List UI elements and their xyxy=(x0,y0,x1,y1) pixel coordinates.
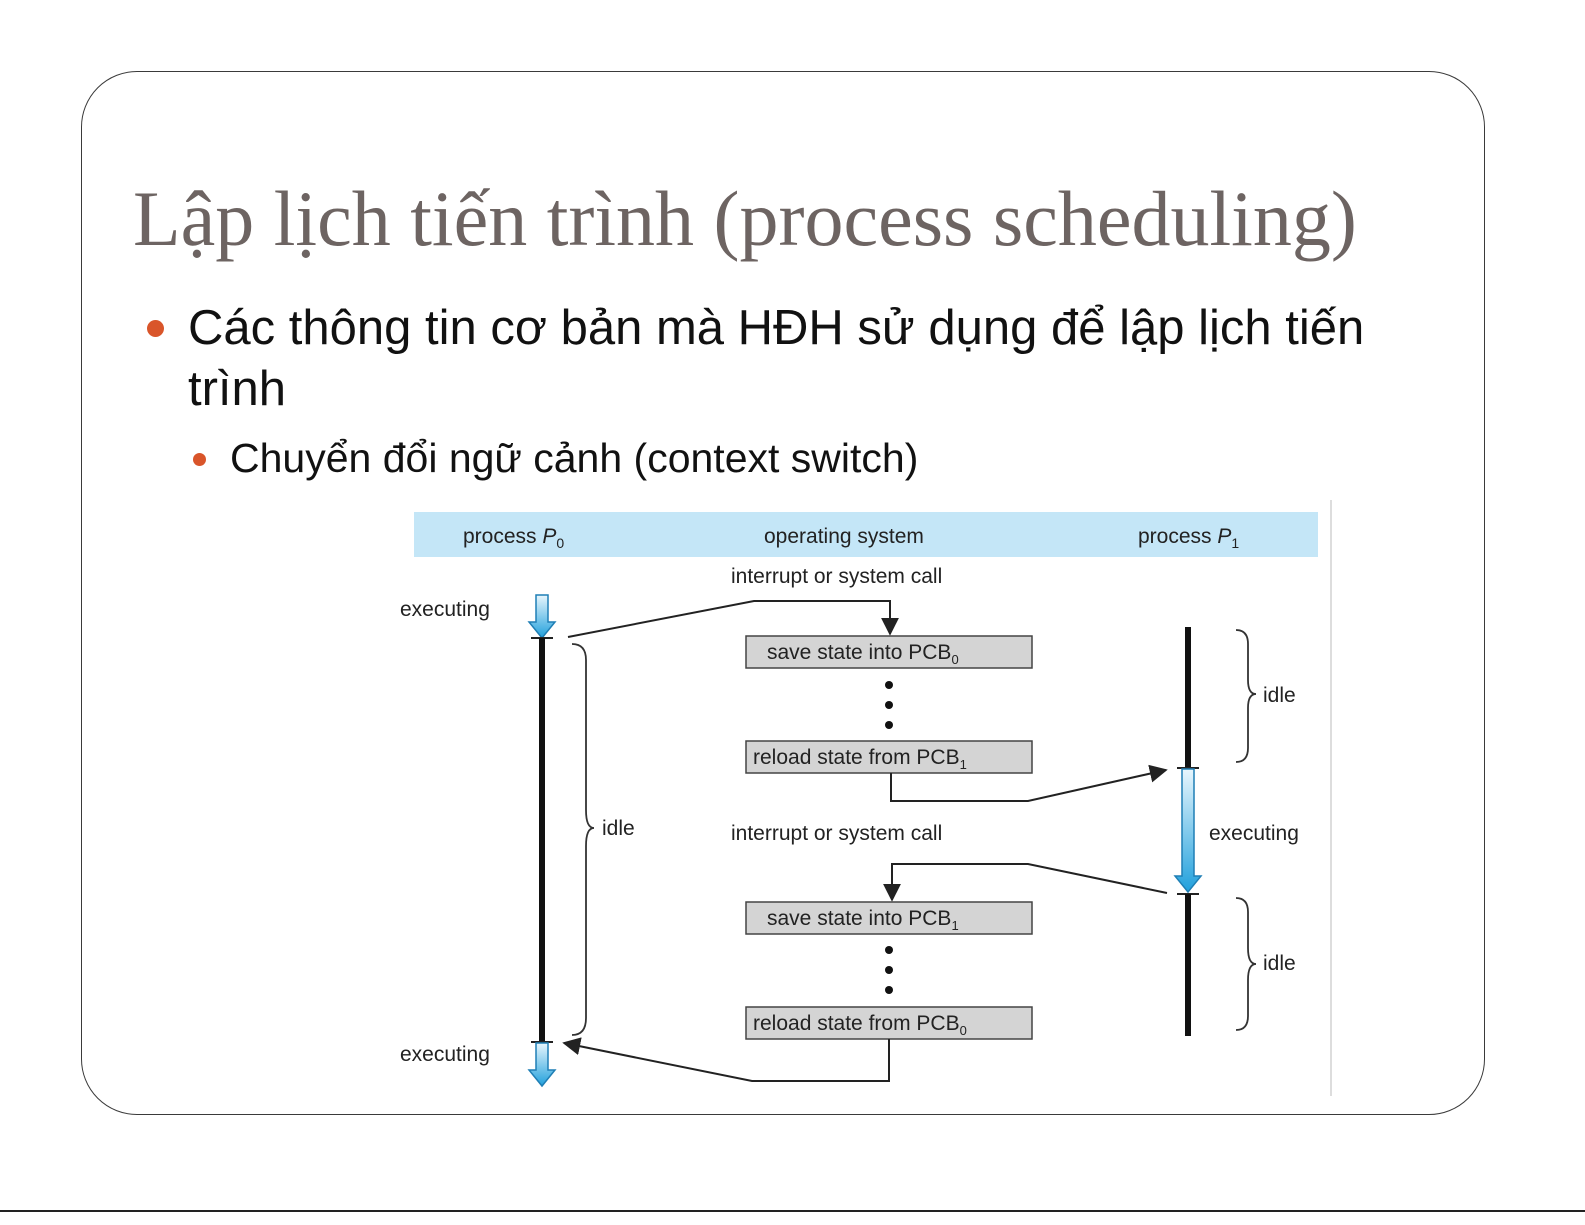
p0-executing-top-label: executing xyxy=(400,598,490,621)
box-reload-pcb1: reload state from PCB1 xyxy=(745,740,1033,774)
ellipsis-dot xyxy=(885,966,893,974)
p0-executing-bottom-arrow xyxy=(527,1042,557,1088)
header-process-p1: process P1 xyxy=(1138,525,1239,551)
box-save-pcb0: save state into PCB0 xyxy=(745,635,1033,669)
diagram-header-bar xyxy=(414,512,1318,557)
p1-idle-brace-bottom xyxy=(1235,897,1257,1031)
ellipsis-dot xyxy=(885,986,893,994)
ellipsis-dot xyxy=(885,681,893,689)
arrow-os-to-p0 xyxy=(562,1037,890,1082)
p0-executing-top-arrow xyxy=(527,594,557,640)
arrow-os-to-p1 xyxy=(890,764,1168,802)
header-process-p0: process P0 xyxy=(463,525,564,551)
svg-text:save state into PCB0: save state into PCB0 xyxy=(767,641,959,667)
p1-executing-arrow xyxy=(1173,768,1203,894)
box-reload-pcb0: reload state from PCB0 xyxy=(745,1006,1033,1040)
header-operating-system: operating system xyxy=(764,525,924,548)
ellipsis-dot xyxy=(885,721,893,729)
svg-text:reload state from PCB1: reload state from PCB1 xyxy=(753,746,967,772)
p1-idle-top-label: idle xyxy=(1263,684,1296,707)
page-bottom-rule xyxy=(0,1210,1585,1212)
svg-text:save state into PCB1: save state into PCB1 xyxy=(767,907,959,933)
slide-frame xyxy=(81,71,1485,1115)
context-switch-diagram: process P0 operating system process P1 e… xyxy=(380,498,1335,1098)
interrupt-label-2: interrupt or system call xyxy=(731,822,942,845)
p1-idle-bottom-label: idle xyxy=(1263,952,1296,975)
interrupt-label-1: interrupt or system call xyxy=(731,565,942,588)
p1-executing-label: executing xyxy=(1209,822,1299,845)
svg-text:reload state from PCB0: reload state from PCB0 xyxy=(753,1012,967,1038)
ellipsis-dot xyxy=(885,701,893,709)
arrow-p1-to-os xyxy=(883,863,1168,902)
bullet-text: Các thông tin cơ bản mà HĐH sử dụng để l… xyxy=(188,301,1365,416)
ellipsis-dot xyxy=(885,946,893,954)
arrow-p0-to-os xyxy=(567,600,899,638)
p0-idle-label: idle xyxy=(602,817,635,840)
bullet-dot xyxy=(147,320,164,337)
sub-bullet-dot xyxy=(193,453,206,466)
p0-executing-bottom-label: executing xyxy=(400,1043,490,1066)
slide-title: Lập lịch tiến trình (process scheduling) xyxy=(133,175,1357,262)
diagram-svg: process P0 operating system process P1 e… xyxy=(400,500,1332,1096)
p0-idle-brace xyxy=(571,643,595,1036)
box-save-pcb1: save state into PCB1 xyxy=(745,901,1033,935)
p1-idle-brace-top xyxy=(1235,629,1257,763)
sub-bullet-text: Chuyển đổi ngữ cảnh (context switch) xyxy=(230,435,919,481)
